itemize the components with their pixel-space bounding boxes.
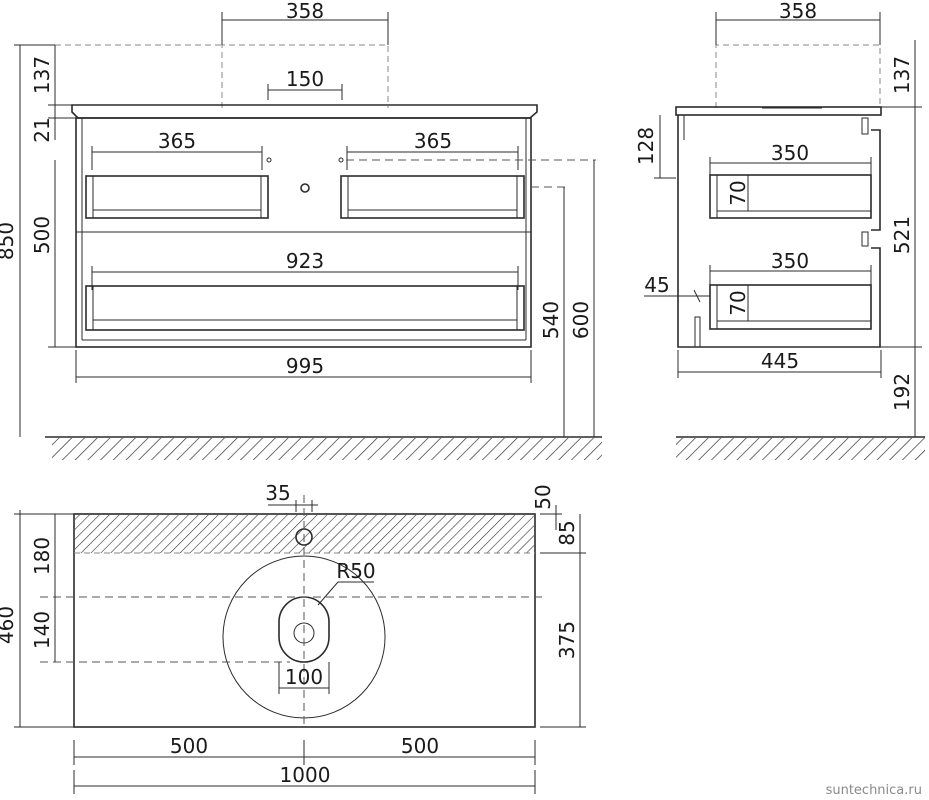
front-540-label: 540	[539, 301, 563, 339]
dim-top-180: 180	[30, 514, 56, 597]
side-basin-height-label: 137	[890, 56, 914, 94]
dim-side-70-top: 70	[726, 175, 750, 211]
front-top-left-drawer	[85, 175, 269, 219]
dim-top-375: 375	[540, 553, 586, 728]
front-view: 358 150 850 137 21 500	[0, 0, 602, 460]
top-total-width-label: 1000	[280, 763, 331, 787]
dim-front-basin-width: 358	[221, 0, 389, 45]
front-floor-hatch	[52, 438, 602, 460]
dim-front-drawer-height: 500	[30, 160, 76, 348]
front-bottom-drawer-label: 923	[286, 249, 324, 273]
side-drawer-bottom-label: 350	[771, 249, 809, 273]
side-plinth-leg	[694, 316, 701, 348]
dim-front-top-thickness: 21	[30, 105, 76, 143]
side-basin-width-label: 358	[779, 0, 817, 23]
front-bottom-drawer	[85, 285, 525, 331]
front-cabinet-width-label: 995	[286, 354, 324, 378]
front-basin-width-label: 358	[286, 0, 324, 23]
front-top-drawer-right-label: 365	[414, 129, 452, 153]
side-bottom-drawer	[709, 284, 872, 330]
dim-front-top-drawer-left: 365	[91, 129, 263, 170]
dim-front-540: 540	[539, 187, 565, 437]
side-128-label: 128	[634, 127, 658, 165]
dim-side-basin-width: 358	[715, 0, 881, 45]
dim-front-hole-spacing: 150	[267, 67, 343, 100]
dim-side-70-bottom: 70	[726, 285, 750, 321]
side-cabinet-height-label: 521	[890, 216, 914, 254]
front-hole-spacing-label: 150	[286, 67, 324, 91]
dim-top-halves: 500 500	[73, 734, 536, 765]
front-basin-outline	[221, 44, 389, 108]
dim-top-460: 460	[0, 510, 74, 728]
top-radius-label: R50	[336, 559, 375, 583]
side-basin-outline	[715, 44, 881, 108]
front-top-thickness-label: 21	[30, 117, 54, 142]
front-countertop	[71, 104, 538, 119]
side-floor-clearance-label: 192	[890, 373, 914, 411]
front-hole-marker-left	[266, 157, 272, 163]
side-drawer-top-label: 350	[771, 141, 809, 165]
side-floor-hatch	[676, 438, 925, 460]
side-70-top-label: 70	[726, 180, 750, 205]
dim-top-total-width: 1000	[73, 763, 536, 794]
dim-side-128: 128	[634, 115, 676, 179]
top-180-label: 180	[30, 537, 54, 575]
top-35-label: 35	[265, 481, 290, 505]
front-600-label: 600	[569, 301, 593, 339]
side-countertop	[675, 106, 882, 116]
dim-top-140: 140	[30, 597, 56, 662]
side-top-drawer	[709, 174, 872, 219]
side-mid-bracket	[861, 231, 869, 247]
side-door-lower	[871, 247, 881, 348]
front-siphon-hole	[300, 183, 310, 193]
watermark: suntechnica.ru	[826, 783, 922, 798]
dim-front-bottom-drawer: 923	[91, 249, 519, 290]
dim-side-cabinet-height: 521	[880, 107, 922, 348]
dim-side-45: 45	[644, 273, 710, 303]
side-top-bracket	[861, 117, 869, 135]
dim-front-600: 600	[569, 160, 595, 437]
dim-front-top-drawer-right: 365	[346, 129, 519, 170]
front-top-right-drawer	[340, 175, 525, 219]
top-50-label: 50	[531, 484, 555, 509]
top-half-left-label: 500	[170, 734, 208, 758]
dim-top-50: 50	[531, 484, 562, 530]
side-45-label: 45	[644, 273, 669, 297]
dim-side-drawer-bottom: 350	[709, 249, 872, 285]
front-top-drawer-left-label: 365	[158, 129, 196, 153]
dim-side-floor-clearance: 192	[890, 347, 916, 437]
front-basin-height-label: 137	[30, 56, 54, 94]
top-140-label: 140	[30, 611, 54, 649]
dim-side-cabinet-depth: 445	[677, 349, 882, 378]
dim-front-overall-height: 850	[0, 44, 55, 437]
dim-side-drawer-top: 350	[709, 141, 872, 175]
front-hole-marker-right	[338, 157, 344, 163]
dim-top-85: 85	[540, 514, 586, 554]
front-overall-height-label: 850	[0, 222, 18, 260]
side-view: 358 137 521 192 128 350 70	[634, 0, 925, 460]
top-view: 35 50 85 375 460 180 140	[0, 481, 586, 794]
top-375-label: 375	[555, 621, 579, 659]
top-460-label: 460	[0, 606, 18, 644]
dim-side-basin-height: 137	[880, 40, 922, 108]
side-70-bottom-label: 70	[726, 290, 750, 315]
dim-front-basin-height: 137	[30, 45, 72, 106]
side-cabinet-depth-label: 445	[761, 349, 799, 373]
top-100-label: 100	[285, 665, 323, 689]
dim-front-cabinet-width: 995	[75, 350, 532, 383]
dim-top-35: 35	[265, 481, 318, 512]
dim-top-radius: R50	[317, 559, 376, 606]
top-half-right-label: 500	[401, 734, 439, 758]
side-door-upper	[871, 129, 881, 231]
side-cabinet-body	[677, 115, 871, 348]
front-drawer-height-label: 500	[30, 216, 54, 254]
dim-top-100: 100	[278, 662, 330, 694]
top-85-label: 85	[555, 520, 579, 545]
